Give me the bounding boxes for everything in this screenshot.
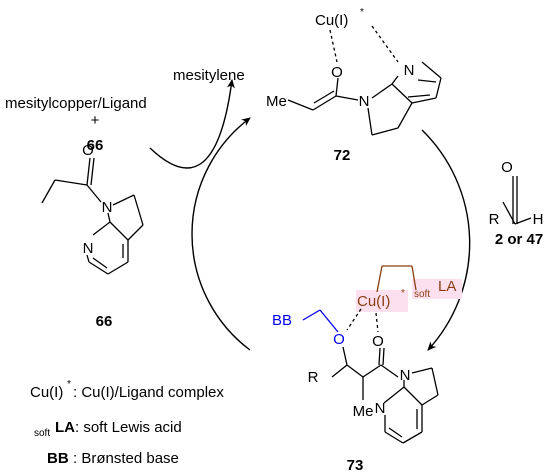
c66-n2: N [83, 240, 94, 257]
c72-n-pyridine: N [404, 62, 415, 79]
c73-bb: BB [272, 312, 292, 329]
c73-soft-sub: soft [414, 289, 430, 300]
aldehyde-h: H [533, 211, 544, 228]
c72-o: O [331, 64, 343, 81]
legend-cu-symbol: Cu(I) [30, 384, 63, 401]
compound-66-structure [41, 157, 144, 275]
cycle-arc-73-to-72 [191, 117, 251, 351]
compound-72-structure [287, 25, 442, 136]
reagent-entry-arrow [149, 79, 235, 169]
aldehyde-o: O [501, 159, 513, 176]
legend-la-desc: : soft Lewis acid [75, 419, 182, 436]
aldehyde-structure [502, 176, 532, 225]
mesitylcopper-ligand-label: mesitylcopper/Ligand [5, 95, 147, 112]
legend-cu-desc: : Cu(I)/Ligand complex [73, 384, 224, 401]
c73-cu-star: * [401, 288, 405, 299]
soft-la-highlight [412, 279, 462, 299]
aldehyde-label: 2 or 47 [495, 231, 543, 248]
plus-sign: + [91, 112, 100, 129]
c66-n1: N [102, 199, 113, 216]
c72-cu-star: * [360, 7, 364, 18]
c73-cu: Cu(I) [357, 293, 390, 310]
c73-n-pyridine: N [375, 400, 386, 417]
c73-o-carbonyl: O [372, 333, 384, 350]
aldehyde-r: R [489, 211, 500, 228]
compound-72-label: 72 [334, 147, 351, 164]
legend-cu-star: * [67, 379, 71, 390]
c72-n-pyrrolidine: N [359, 93, 370, 110]
legend-la-bold: LA [55, 419, 75, 436]
legend: Cu(I) * : Cu(I)/Ligand complex soft LA :… [30, 379, 224, 467]
compound-73-label: 73 [347, 457, 364, 474]
cycle-arc-72-to-73 [421, 129, 471, 351]
compound-66-label: 66 [96, 313, 113, 330]
mesitylene-label: mesitylene [173, 67, 245, 84]
c72-me: Me [266, 93, 287, 110]
c72-cu: Cu(I) [315, 12, 348, 29]
c73-la: LA [438, 278, 456, 295]
c66-o: O [82, 142, 94, 159]
compound-73-structure [302, 265, 439, 444]
legend-bb-desc: : Brønsted base [73, 450, 179, 467]
legend-bb-bold: BB [47, 450, 69, 467]
c73-n-amide: N [400, 367, 411, 384]
legend-la-sub: soft [34, 428, 50, 439]
c73-me: Me [353, 403, 374, 420]
c73-r: R [308, 369, 319, 386]
cu-highlight [356, 290, 408, 312]
compound-66-inline-label: 66 [87, 137, 104, 154]
c73-o-ether: O [333, 331, 345, 348]
